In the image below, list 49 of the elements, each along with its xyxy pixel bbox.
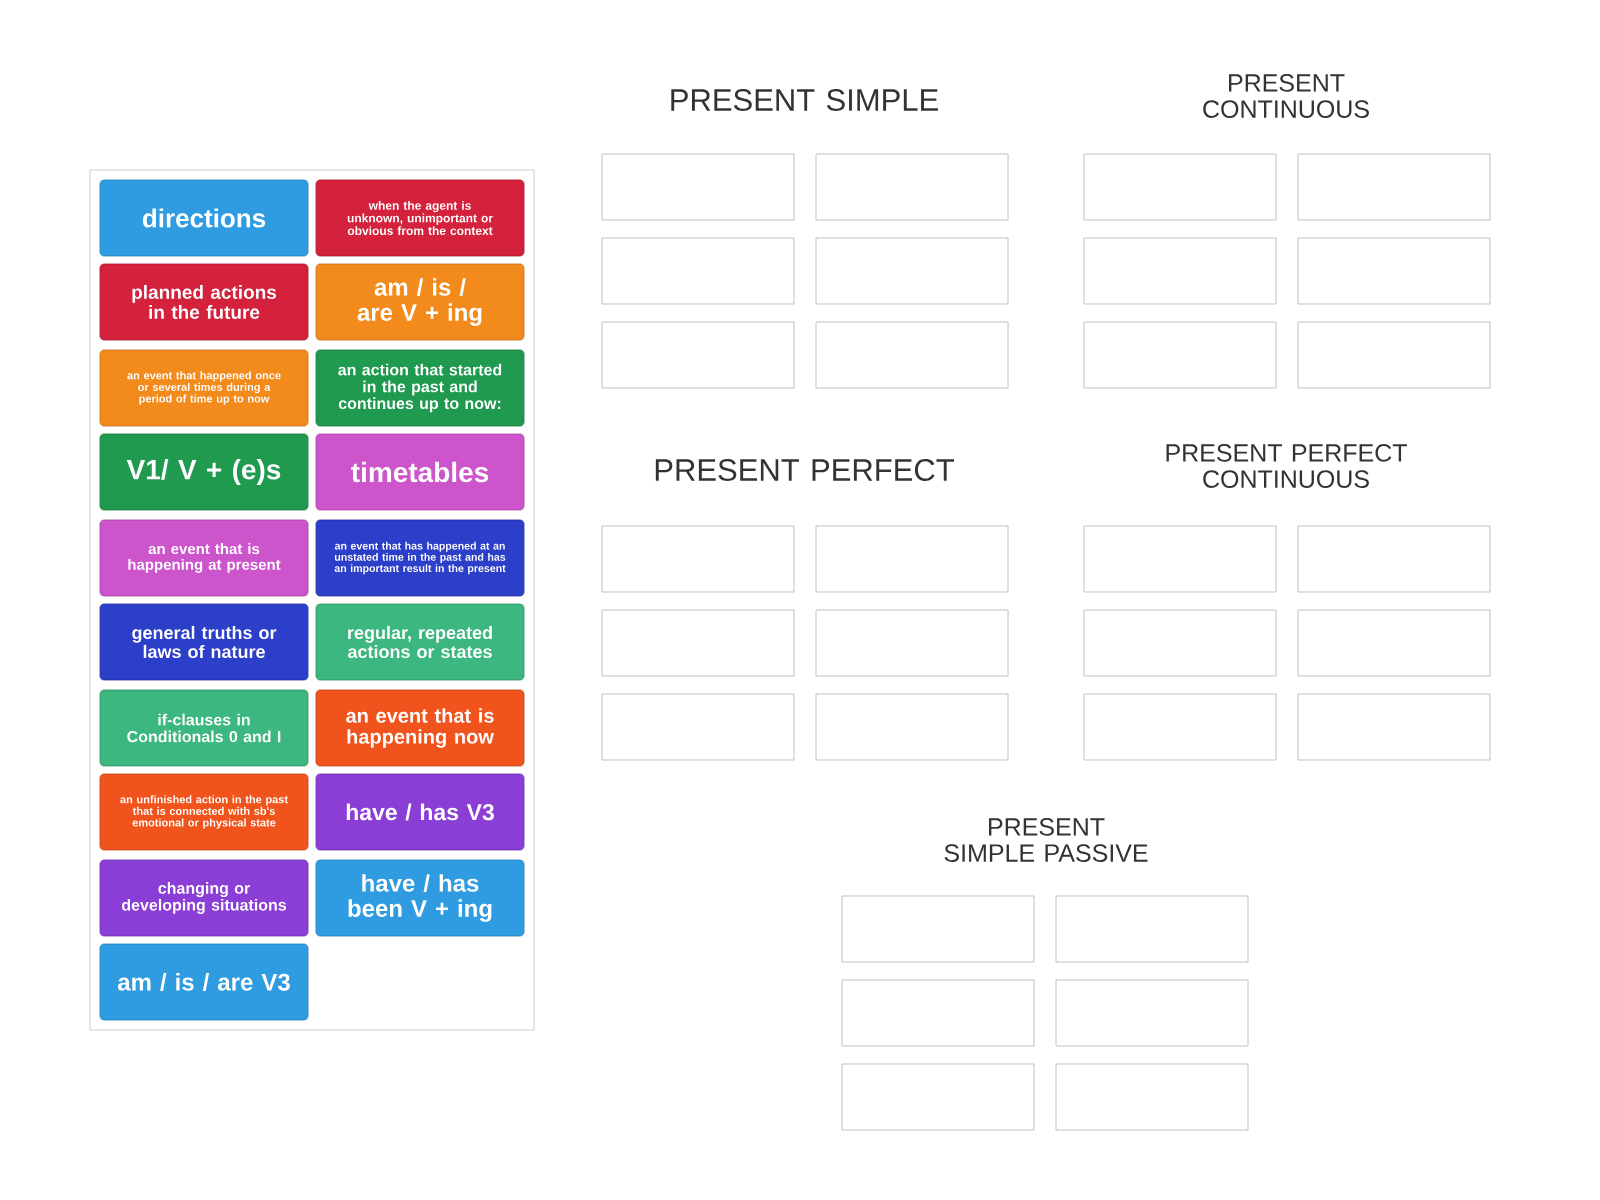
empty-slot — [601, 525, 795, 593]
answer-tile: am / is / are V3 — [99, 943, 309, 1021]
answer-tile: regular, repeated actions or states — [315, 603, 525, 681]
empty-slot — [1297, 525, 1491, 593]
empty-slot — [1297, 321, 1491, 389]
answer-tile: V1/ V + (e)s — [99, 433, 309, 511]
answer-tile: if-clauses in Conditionals 0 and I — [99, 689, 309, 767]
answer-tile: directions — [99, 179, 309, 257]
empty-slot — [815, 237, 1009, 305]
category-heading: PRESENT PERFECT — [655, 459, 954, 481]
answer-tile: timetables — [315, 433, 525, 511]
empty-slot — [1083, 525, 1277, 593]
category-heading: PRESENT PERFECT CONTINUOUS — [1166, 444, 1407, 488]
empty-slot — [1297, 609, 1491, 677]
empty-slot — [1055, 895, 1249, 963]
answer-tile: an action that started in the past and continues up to now: — [315, 349, 525, 427]
empty-slot — [601, 237, 795, 305]
empty-slot — [1083, 237, 1277, 305]
empty-slot — [1083, 609, 1277, 677]
empty-slot — [601, 321, 795, 389]
empty-slot — [815, 525, 1009, 593]
empty-slot — [1297, 693, 1491, 761]
empty-slot — [601, 609, 795, 677]
empty-slot — [1297, 153, 1491, 221]
empty-slot — [1083, 693, 1277, 761]
empty-slot — [1083, 153, 1277, 221]
answer-tile: planned actions in the future — [99, 263, 309, 341]
empty-slot — [815, 321, 1009, 389]
empty-slot — [841, 895, 1035, 963]
empty-slot — [601, 693, 795, 761]
answer-tile: am / is / are V + ing — [315, 263, 525, 341]
empty-slot — [1297, 237, 1491, 305]
answer-tile: changing or developing situations — [99, 859, 309, 937]
empty-slot — [1083, 321, 1277, 389]
empty-slot — [1055, 1063, 1249, 1131]
empty-slot — [1055, 979, 1249, 1047]
category-heading: PRESENT SIMPLE — [671, 89, 938, 111]
answer-tile: have / has V3 — [315, 773, 525, 851]
answer-tile: general truths or laws of nature — [99, 603, 309, 681]
category-heading: PRESENT CONTINUOUS — [1203, 74, 1369, 118]
empty-slot — [815, 609, 1009, 677]
answer-tile: have / has been V + ing — [315, 859, 525, 937]
empty-slot — [841, 1063, 1035, 1131]
empty-slot — [815, 153, 1009, 221]
empty-slot — [841, 979, 1035, 1047]
empty-slot — [601, 153, 795, 221]
empty-slot — [815, 693, 1009, 761]
category-heading: PRESENT SIMPLE PASSIVE — [944, 818, 1148, 862]
answer-tile: an event that is happening now — [315, 689, 525, 767]
